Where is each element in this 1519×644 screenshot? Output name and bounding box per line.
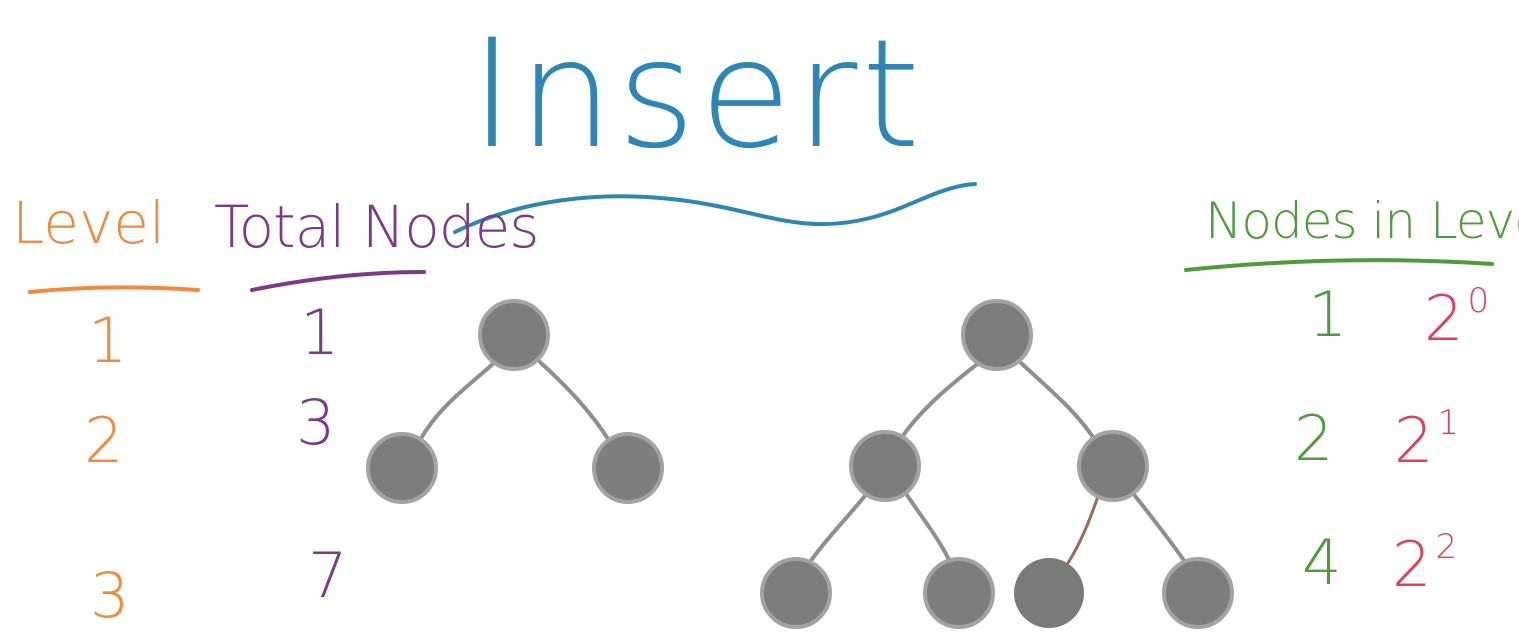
- tree-node: [760, 557, 832, 629]
- edge: [903, 490, 952, 564]
- power-exponent: 1: [1437, 403, 1460, 443]
- total-nodes-value: 7: [308, 539, 348, 612]
- total-nodes-value: 1: [300, 296, 340, 369]
- edge: [1130, 490, 1187, 564]
- large-tree: [760, 299, 1234, 629]
- level-value: 2: [84, 404, 124, 477]
- power-base: 2: [1424, 282, 1464, 355]
- small-tree: [366, 299, 664, 504]
- small-tree-edges: [418, 360, 612, 444]
- edge: [1018, 360, 1097, 442]
- tree-node: [592, 432, 664, 504]
- tree-node: [923, 557, 995, 629]
- edge: [898, 360, 982, 442]
- tree-node: [961, 299, 1033, 371]
- page-title: Insert: [470, 8, 925, 182]
- edge: [418, 360, 497, 442]
- nodes-in-level-header: Nodes in Level: [1205, 192, 1519, 250]
- tree-node: [366, 432, 438, 504]
- tree-node: [849, 430, 921, 502]
- power-base: 2: [1394, 404, 1434, 477]
- total-underline: [250, 270, 426, 292]
- total-nodes-header: Total Nodes: [214, 193, 539, 261]
- edge: [808, 490, 870, 564]
- nodes-in-level-underline: [1184, 258, 1494, 272]
- power-base: 2: [1392, 528, 1432, 601]
- power-exponent: 0: [1467, 281, 1490, 321]
- level-value: 1: [88, 304, 128, 377]
- tree-node: [1162, 557, 1234, 629]
- tree-node: [1077, 430, 1149, 502]
- level-header: Level: [12, 189, 166, 257]
- edge: [538, 360, 612, 444]
- level-value: 3: [90, 559, 130, 632]
- large-tree-edges: [808, 360, 1187, 564]
- tree-node: [478, 299, 550, 371]
- nodes-in-level-value: 1: [1308, 278, 1348, 351]
- level-underline: [28, 285, 200, 294]
- nodes-in-level-value: 2: [1294, 402, 1334, 475]
- power-exponent: 2: [1435, 527, 1458, 567]
- title-underline: [453, 182, 977, 234]
- total-nodes-value: 3: [296, 386, 336, 459]
- nodes-in-level-value: 4: [1302, 526, 1342, 599]
- new-tree-node: [1014, 558, 1084, 628]
- highlight-edge: [1064, 494, 1100, 568]
